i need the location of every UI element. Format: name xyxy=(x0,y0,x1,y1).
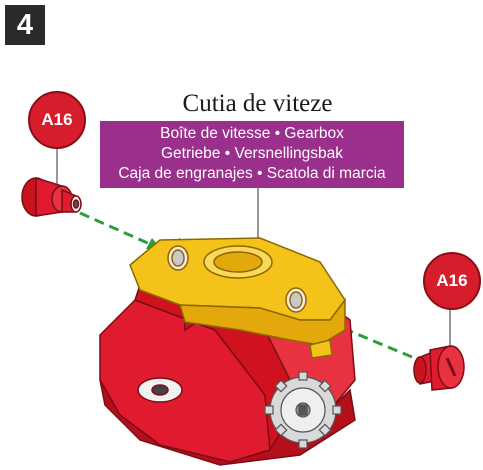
page-title: Cutia de viteze xyxy=(182,90,333,117)
translation-line-2: Getriebe • Versnellingsbak xyxy=(160,145,344,162)
translation-line-1: Boîte de vitesse • Gearbox xyxy=(160,125,344,142)
gear-wheel xyxy=(264,371,342,449)
step-number-badge: 4 xyxy=(5,5,45,45)
left-assembly-arrow xyxy=(79,211,162,250)
part-label-badge-right: A16 xyxy=(423,252,481,310)
part-label-badge-left: A16 xyxy=(28,91,86,149)
left-a16-part xyxy=(21,176,82,217)
gearbox-yellow-frame xyxy=(129,237,346,359)
translation-line-3: Caja de engranajes • Scatola di marcia xyxy=(118,165,386,182)
translations-banner: Boîte de vitesse • Gearbox Getriebe • Ve… xyxy=(100,121,404,188)
right-a16-part xyxy=(413,345,465,391)
